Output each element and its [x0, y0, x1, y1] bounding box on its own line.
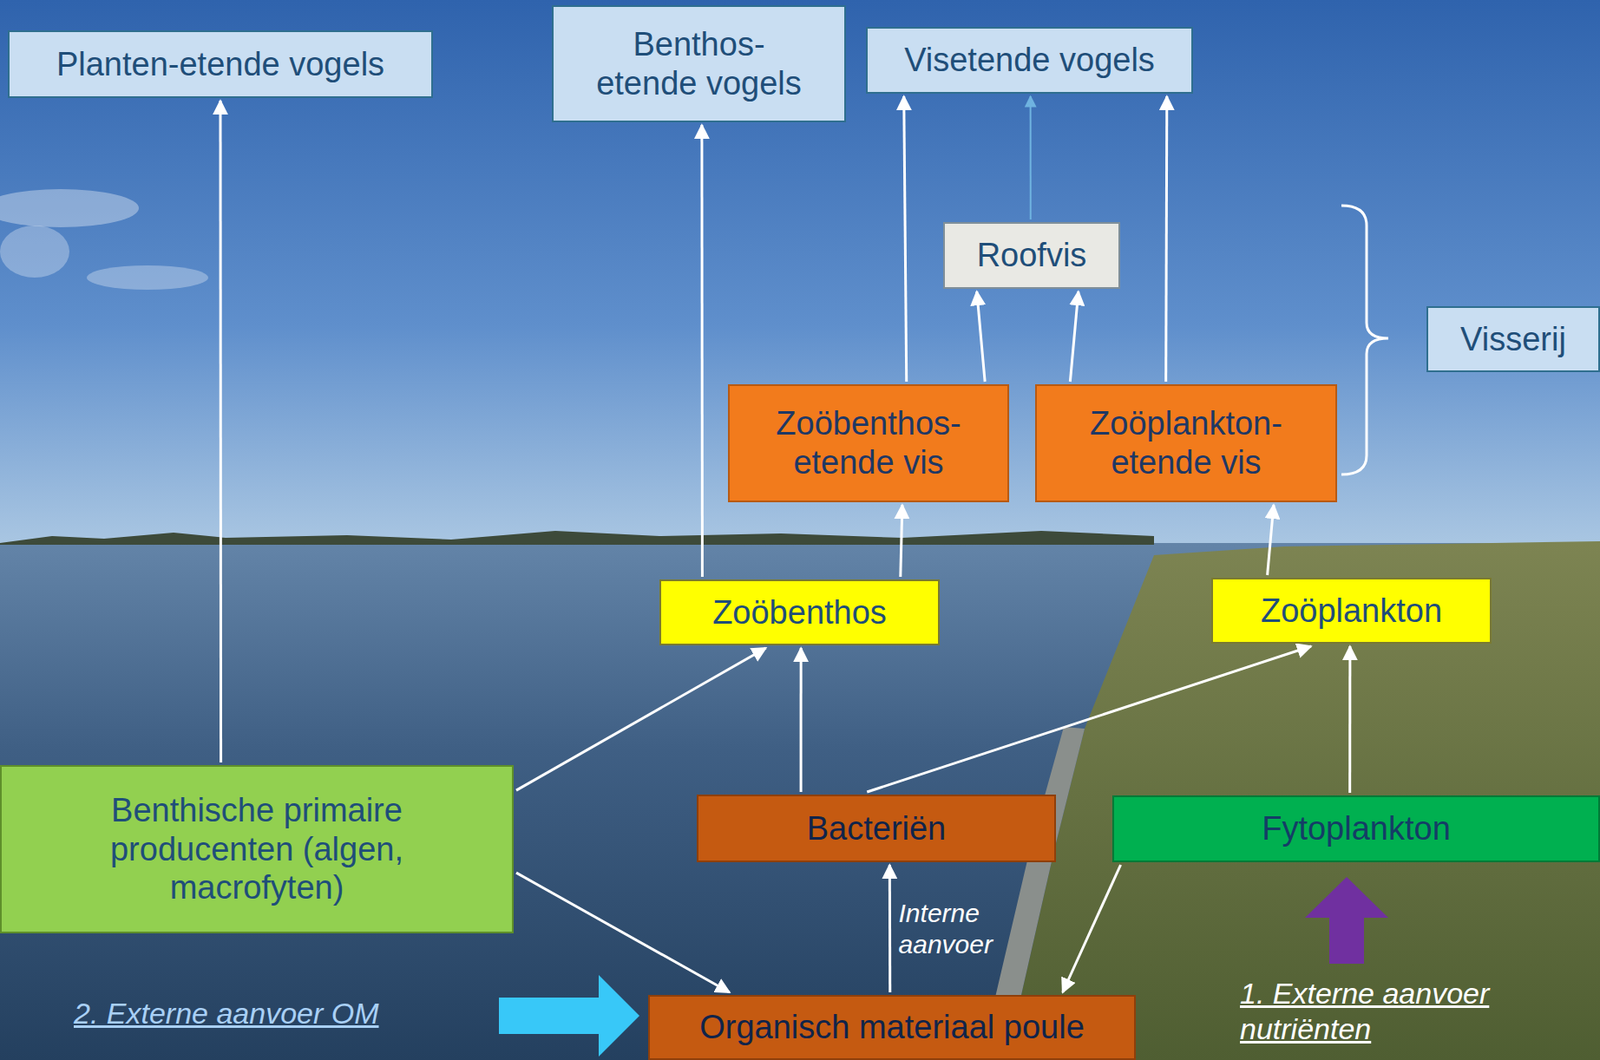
flow-arrow	[219, 100, 223, 763]
flow-arrow	[866, 646, 1312, 793]
flow-arrow	[1069, 291, 1078, 382]
node-text: Roofvis	[977, 236, 1088, 276]
fish-box: Zoöbenthos- etende vis	[727, 384, 1010, 503]
edge-label: Interne aanvoer	[898, 898, 1021, 961]
flow-arrow	[1029, 96, 1032, 220]
node-text: Zoöbenthos	[712, 593, 887, 633]
flow-arrow	[888, 865, 892, 993]
cloud	[0, 189, 139, 228]
consumer-box: Zoöplankton	[1211, 577, 1492, 644]
node-text: Organisch materiaal poule	[699, 1008, 1085, 1048]
producer-box: Benthische primaire producenten (algen, …	[0, 765, 514, 934]
input-arrow	[1304, 877, 1389, 964]
flow-arrow	[977, 291, 985, 382]
detritus-box: Organisch materiaal poule	[648, 995, 1136, 1060]
consumer-box: Planten-etende vogels	[7, 30, 433, 99]
flow-arrow	[800, 648, 803, 793]
cloud	[86, 265, 209, 290]
dike-bank	[1006, 541, 1600, 1060]
cloud	[0, 225, 70, 278]
node-text: Planten-etende vogels	[56, 45, 385, 85]
sky	[0, 0, 1600, 544]
input-label: 1. Externe aanvoer nutriënten	[1239, 976, 1535, 1048]
flow-arrow	[900, 504, 903, 578]
predator-box: Roofvis	[943, 222, 1121, 289]
fish-box: Zoöplankton- etende vis	[1035, 384, 1338, 503]
detritus-box: Bacteriën	[696, 794, 1056, 863]
node-text: Visserij	[1460, 320, 1567, 360]
flow-arrow	[516, 872, 730, 993]
node-text: Zoöbenthos- etende vis	[729, 404, 1008, 483]
horizon-trees	[0, 531, 1155, 545]
flow-arrow	[1348, 646, 1351, 794]
flow-arrow	[1166, 96, 1168, 382]
flow-arrow	[904, 96, 907, 382]
node-text: Bacteriën	[806, 809, 947, 849]
producer-box: Fytoplankton	[1112, 795, 1600, 863]
consumer-box: Visserij	[1426, 306, 1600, 373]
node-text: Benthische primaire producenten (algen, …	[83, 791, 431, 908]
input-arrow	[498, 975, 640, 1057]
node-text: Visetende vogels	[904, 40, 1155, 80]
water	[0, 543, 1600, 1060]
node-text: Fytoplankton	[1261, 809, 1451, 849]
input-label: 2. Externe aanvoer OM	[73, 996, 439, 1032]
bracket	[1341, 205, 1389, 475]
flow-arrow	[700, 124, 704, 578]
node-text: Benthos- etende vogels	[590, 25, 808, 104]
consumer-box: Visetende vogels	[865, 26, 1194, 94]
consumer-box: Zoöbenthos	[659, 579, 940, 646]
consumer-box: Benthos- etende vogels	[551, 5, 846, 123]
flow-arrow	[1267, 504, 1274, 576]
node-text: Zoöplankton	[1260, 591, 1443, 631]
node-text: Zoöplankton- etende vis	[1036, 404, 1336, 483]
flow-arrow	[1062, 865, 1122, 993]
flow-arrow	[516, 648, 767, 791]
